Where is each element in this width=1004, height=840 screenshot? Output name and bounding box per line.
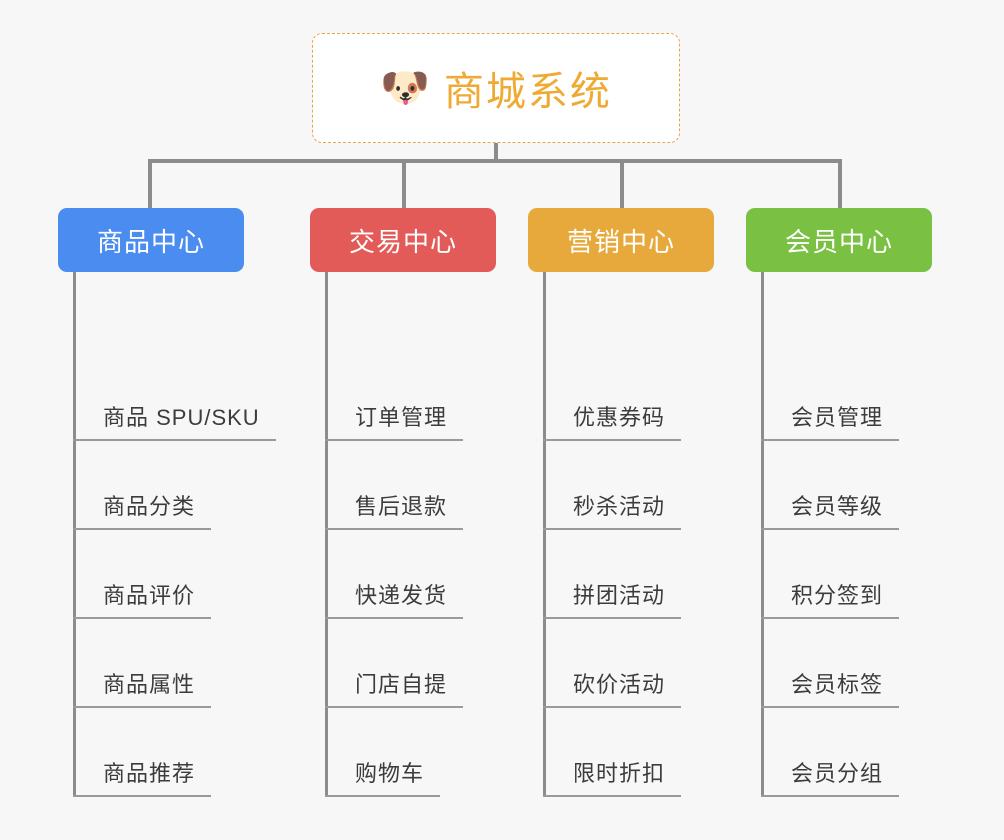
branch-header-label: 会员中心 [784,226,893,257]
leaf-label: 门店自提 [355,672,448,697]
branch-header-label: 营销中心 [566,226,675,257]
branch-column-product: 商品中心 商品 SPU/SKU 商品分类 商品评价 商品属性 商品推荐 商品品牌 [58,208,276,797]
leaf-label: 订单管理 [355,405,448,430]
leaf-label: 商品 SPU/SKU [103,405,260,430]
branch-column-trade: 交易中心 订单管理 售后退款 快递发货 门店自提 购物车 销售分佣 [310,208,496,797]
branch-trunk [325,272,328,796]
branch-trunk [73,272,76,796]
leaf-label: 优惠券码 [573,405,666,430]
leaf-label: 商品属性 [103,672,196,697]
leaf-label: 快递发货 [355,583,448,608]
branch-header-label: 商品中心 [96,226,205,257]
branch-header-marketing[interactable]: 营销中心 [528,208,714,272]
branch-drop-connector-3 [620,159,624,208]
leaf-label: 限时折扣 [573,761,666,786]
leaf-label: 商品分类 [103,494,196,519]
branch-header-member[interactable]: 会员中心 [746,208,932,272]
leaf-label: 商品评价 [103,583,196,608]
branch-header-product[interactable]: 商品中心 [58,208,244,272]
shiba-dog-face-icon: 🐶 [380,66,430,110]
leaf-label: 会员管理 [791,405,884,430]
root-node[interactable]: 🐶 商城系统 [312,33,680,143]
leaf-label: 积分签到 [791,583,884,608]
branch-column-marketing: 营销中心 优惠券码 秒杀活动 拼团活动 砍价活动 限时折扣 满减送 [528,208,714,797]
branch-header-trade[interactable]: 交易中心 [310,208,496,272]
branch-trunk [543,272,546,796]
branch-trunk [761,272,764,796]
leaf-label: 会员分组 [791,761,884,786]
branch-column-member: 会员中心 会员管理 会员等级 积分签到 会员标签 会员分组 收货地址 [746,208,932,797]
branch-drop-connector-4 [838,159,842,208]
root-bus-connector [148,159,842,163]
leaf-label: 售后退款 [355,494,448,519]
leaf-label: 秒杀活动 [573,494,666,519]
branch-header-label: 交易中心 [348,226,457,257]
leaf-label: 商品推荐 [103,761,196,786]
root-title: 商城系统 [443,70,612,114]
branch-drop-connector-2 [402,159,406,208]
leaf-label: 会员标签 [791,672,884,697]
leaf-label: 砍价活动 [573,672,666,697]
root-stem-connector [494,143,498,162]
leaf-label: 会员等级 [791,494,884,519]
branch-drop-connector-1 [148,159,152,208]
leaf-label: 拼团活动 [573,583,666,608]
leaf-label: 购物车 [355,761,425,786]
